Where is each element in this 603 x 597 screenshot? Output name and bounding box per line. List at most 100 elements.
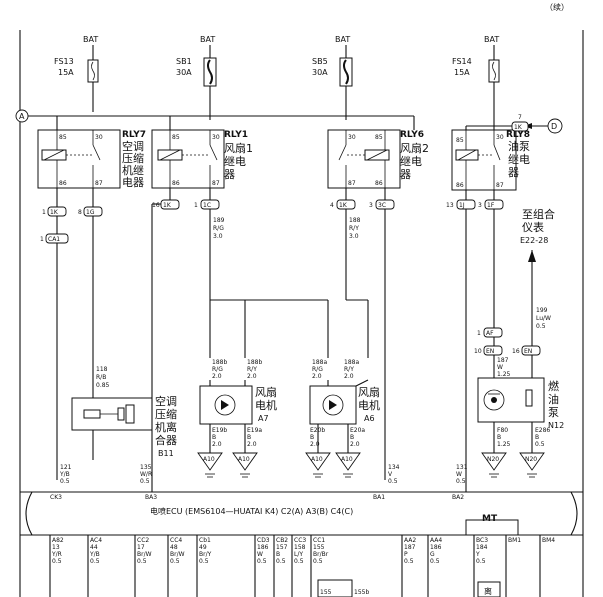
wire-spec: Y [475,551,480,558]
pin-label: 87 [348,180,356,187]
wire-color: B [535,434,539,441]
bat-label: BAT [335,35,350,44]
bottom-pins: A8213Y/R0.5AC444Y/B0.5CC217Br/W0.5CC448B… [49,535,555,597]
ground-a10-2: A10 [232,452,258,478]
wire-no: 189 [213,217,225,224]
wire-spec: Br/Br [313,551,329,558]
fuse-rating: 15A [58,68,74,77]
connector-label: AF [486,330,494,337]
wire-spec: 186 [257,544,269,551]
wire-spec: L/Y [294,551,303,558]
wire-size: 1.25 [497,441,511,448]
pin-label: 85 [59,134,67,141]
wire-spec: 0.5 [90,558,100,565]
pin-num: 16 [152,202,160,209]
wire-no: F80 [497,427,508,434]
mt-box [465,519,519,536]
ecu-pin: BA1 [373,494,385,501]
wire-no: 155b [354,589,369,596]
pin-label: 30 [496,134,504,141]
connector-label: CA1 [48,236,60,243]
wire-spec: 17 [137,544,145,551]
component-name: 燃 [548,379,559,393]
wire-spec: G [430,551,435,558]
pin-num: 3 [478,202,482,209]
bottom-extra: 155 155b 离 [317,579,501,597]
pin-label: 30 [212,134,220,141]
extra-label: 离 [484,586,492,596]
relay-name: 电器 [122,176,144,189]
wire-spec: 0.5 [313,558,323,565]
ground-label: A10 [238,456,250,463]
ecu-bottom-pin: CC3 [294,537,306,544]
wire-spec: Br/W [170,551,185,558]
connector-label: 1J [459,202,465,209]
pin-num: 7 [518,114,522,121]
wire-spec: 0.5 [476,558,486,565]
ecu-block: CK3 BA3 BA1 BA2 电喷ECU (EMS6104—HUATAI K4… [20,491,583,536]
ground-a10-1: A10 [197,452,223,478]
pin-label: 87 [95,180,103,187]
ecu-bottom-pin: BM4 [542,537,555,544]
wire-spec: 44 [90,544,98,551]
wire-no: E286 [535,427,550,434]
fan-motor-a6: 风扇 电机 A6 E20b B 2.0 E20a B 2.0 [309,379,380,453]
to-cluster-label: 仪表 [522,220,544,234]
wire-size: 2.0 [212,441,222,448]
to-cluster-label: E22-28 [520,236,548,245]
relay-code: RLY7 [122,130,146,140]
pin-num: 1 [42,209,46,216]
wire-color: R/G [312,366,323,373]
grounds: A10 A10 A10 A10 N20 [197,452,545,478]
wire-spec: 48 [170,544,178,551]
wire-spec: 0.5 [276,558,286,565]
fan-icon [221,400,229,410]
relay-name: 空调 [122,139,144,153]
ecu-pin: CK3 [50,494,62,501]
wire-size: 2.0 [247,373,257,380]
wire-spec: 0.5 [294,558,304,565]
component-name: 电机 [255,398,277,412]
ecu-bottom-pin: A82 [52,537,64,544]
relay-name: 压缩 [122,152,144,165]
wire-spec: 0.5 [430,558,440,565]
wire-size: 0.5 [536,323,546,330]
wire-size: 0.5 [456,478,466,485]
ecu-bottom-pin: CB2 [276,537,288,544]
wire-size: 0.5 [388,478,398,485]
relay-code: RLY1 [224,130,248,140]
pin-label: 85 [456,137,464,144]
component-name: 泵 [548,406,559,419]
relay-name: 风扇1 [224,141,253,155]
wire-size: 2.0 [350,441,360,448]
wire-spec: W [257,551,263,558]
ground-label: A10 [341,456,353,463]
wire-color: V [388,471,393,478]
wire-spec: 0.5 [52,558,62,565]
relay-rly6: 30 85 87 86 RLY6 风扇2 继电 器 [327,129,429,189]
relay-code: RLY8 [506,130,530,140]
fan-motor-a7: 风扇 电机 A7 E19b B 2.0 E19a B 2.0 [199,380,277,453]
component-name: 油 [548,392,559,406]
component-name: 风扇 [358,385,380,399]
to-cluster-label: 至组合 [522,207,555,221]
pin-num: 1 [194,202,198,209]
fuse-name: SB1 [176,57,192,66]
wire-color: R/G [212,366,223,373]
wire-spec: Br/W [137,551,152,558]
wire-spec: 0.5 [257,558,267,565]
relay-name: 继电 [508,153,530,166]
wire-color: B [310,434,314,441]
wire-spec: 187 [404,544,416,551]
ecu-pin: BA3 [145,494,157,501]
wire-size: 3.0 [349,233,359,240]
fuse-fs13: BAT FS13 15A [54,35,99,112]
wire-no: E19b [212,427,227,434]
wire-size: 0.5 [140,478,150,485]
ground-n20-1: N20 [481,452,507,478]
wire-spec: 0.5 [137,558,147,565]
wire-no: 121 [60,464,72,471]
connector-label: 1K [514,124,523,131]
wire-spec: 0.5 [170,558,180,565]
fan-icon [329,400,337,410]
